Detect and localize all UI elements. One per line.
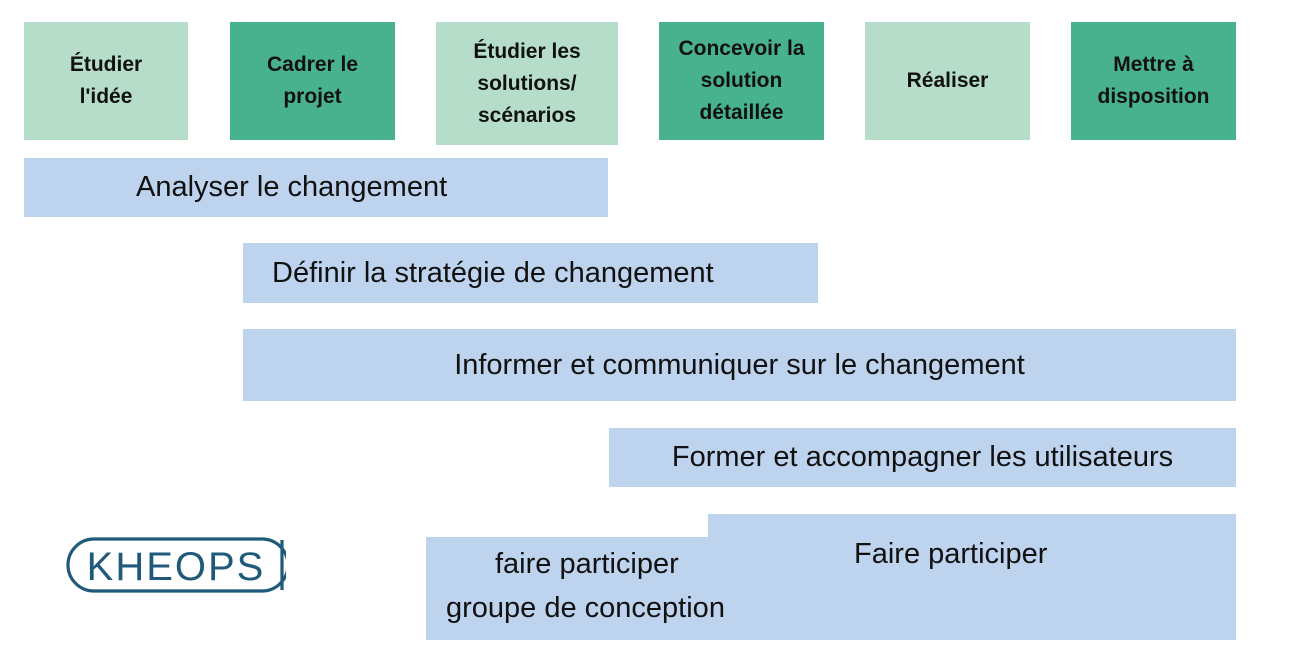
kheops-logo-mark: KHEOPS bbox=[66, 537, 290, 593]
activity-label: Définir la stratégie de changement bbox=[272, 256, 714, 289]
phase-etudier-solutions: Étudier les solutions/ scénarios bbox=[436, 22, 618, 145]
phase-realiser: Réaliser bbox=[865, 22, 1030, 140]
activity-analyser-changement: Analyser le changement bbox=[24, 158, 608, 217]
phase-label: Cadrer le projet bbox=[266, 53, 359, 108]
phase-mettre-disposition: Mettre à disposition bbox=[1071, 22, 1236, 140]
activity-informer-communiquer: Informer et communiquer sur le changemen… bbox=[243, 329, 1236, 401]
kheops-logo: KHEOPS bbox=[66, 536, 290, 594]
activity-label: Analyser le changement bbox=[136, 171, 448, 203]
logo-text: KHEOPS bbox=[87, 545, 266, 589]
activity-label: Informer et communiquer sur le changemen… bbox=[454, 348, 1025, 381]
phase-label: Mettre à disposition bbox=[1097, 53, 1210, 108]
activity-faire-participer-label: Faire participer bbox=[854, 538, 1048, 570]
phase-label: Réaliser bbox=[906, 69, 989, 92]
phase-cadrer-projet: Cadrer le projet bbox=[230, 22, 395, 140]
phase-etudier-idee: Étudier l'idée bbox=[24, 22, 188, 140]
phase-label: Concevoir la solution détaillée bbox=[678, 37, 805, 124]
phase-label: Étudier les solutions/ scénarios bbox=[473, 39, 581, 127]
activity-label: Former et accompagner les utilisateurs bbox=[671, 441, 1174, 473]
phase-label: Étudier l'idée bbox=[69, 53, 143, 108]
activity-faire-participer-block bbox=[708, 514, 1236, 640]
activity-former-accompagner: Former et accompagner les utilisateurs bbox=[609, 428, 1236, 487]
activity-faire-participer-groupe-block bbox=[426, 537, 708, 640]
activity-faire-participer-groupe-line2: groupe de conception bbox=[446, 592, 725, 624]
activity-faire-participer-groupe-line1: faire participer bbox=[495, 548, 679, 580]
activity-definir-strategie: Définir la stratégie de changement bbox=[243, 243, 818, 303]
phase-concevoir-solution: Concevoir la solution détaillée bbox=[659, 22, 824, 140]
